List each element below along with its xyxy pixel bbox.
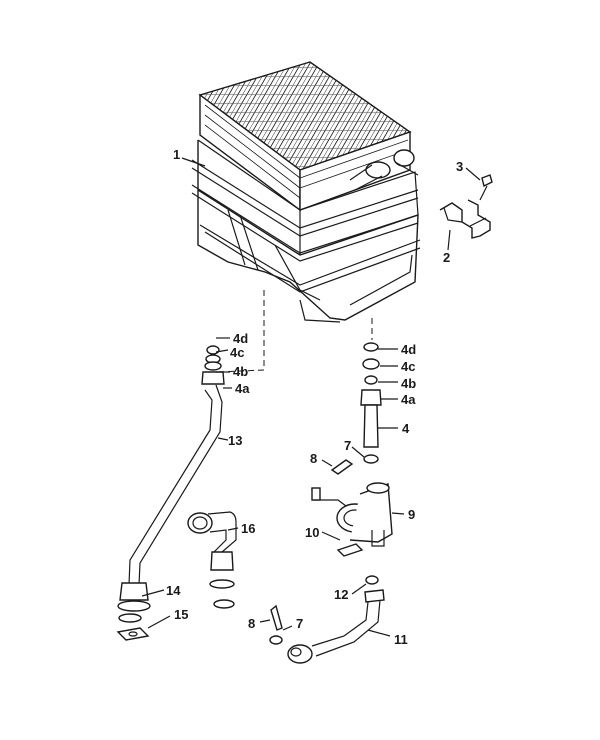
label-4b-left: 4b xyxy=(233,364,249,379)
label-14: 14 xyxy=(166,583,181,598)
label-13: 13 xyxy=(228,433,243,448)
label-16: 16 xyxy=(241,521,256,536)
label-4a-right: 4a xyxy=(401,392,416,407)
heat-exchanger xyxy=(191,61,421,323)
pipe-13 xyxy=(117,384,223,612)
label-4c-right: 4c xyxy=(401,359,416,374)
label-9: 9 xyxy=(408,507,416,522)
pipe-11 xyxy=(287,589,385,664)
screw xyxy=(479,174,493,201)
clip-bracket xyxy=(439,199,491,239)
label-4c-left: 4c xyxy=(230,345,245,360)
gaskets xyxy=(269,459,379,645)
washers-left xyxy=(116,599,235,641)
seal-stack-left xyxy=(201,345,225,385)
label-12: 12 xyxy=(334,587,349,602)
label-4a-left: 4a xyxy=(235,381,250,396)
pump xyxy=(311,482,393,547)
label-7-lower: 7 xyxy=(296,616,304,631)
label-4: 4 xyxy=(402,421,410,436)
pipe-16 xyxy=(187,511,237,589)
seal-stack-right xyxy=(360,342,382,464)
label-10: 10 xyxy=(305,525,320,540)
connection-dash-left xyxy=(217,290,265,373)
label-4d-left: 4d xyxy=(233,331,249,346)
label-15: 15 xyxy=(174,607,189,622)
label-3: 3 xyxy=(456,159,464,174)
label-7-upper: 7 xyxy=(344,438,352,453)
label-2: 2 xyxy=(443,250,451,265)
label-8-lower: 8 xyxy=(248,616,256,631)
label-1: 1 xyxy=(173,147,181,162)
label-4b-right: 4b xyxy=(401,376,417,391)
leader-lines xyxy=(141,157,481,637)
label-8-upper: 8 xyxy=(310,451,318,466)
label-11: 11 xyxy=(394,632,408,647)
label-4d-right: 4d xyxy=(401,342,417,357)
